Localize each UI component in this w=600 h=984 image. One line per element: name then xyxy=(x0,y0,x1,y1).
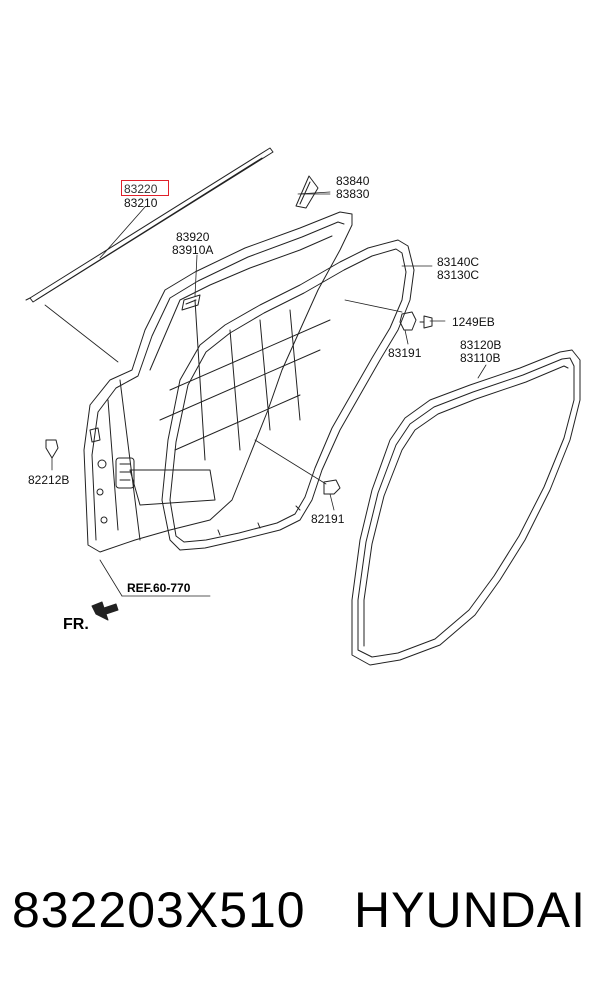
label-83210: 83210 xyxy=(124,196,158,210)
clip-82212B xyxy=(45,439,59,459)
label-83130C: 83130C xyxy=(437,268,480,282)
label-83191: 83191 xyxy=(388,346,422,360)
clip-83191 xyxy=(399,311,417,331)
label-83220: 83220 xyxy=(124,182,158,196)
corner-garnish xyxy=(295,175,319,209)
clip-82191 xyxy=(323,479,341,495)
caption: 832203X510 HYUNDAI xyxy=(0,878,600,948)
front-arrow xyxy=(91,601,119,621)
door-panel xyxy=(83,211,353,553)
label-83140C: 83140C xyxy=(437,255,480,269)
door-frame-weatherstrip xyxy=(161,239,415,551)
highlight-box xyxy=(121,180,169,196)
delta-trim xyxy=(181,294,201,311)
clip-1249EB xyxy=(419,315,433,329)
label-83910A: 83910A xyxy=(172,243,214,257)
reference-label: REF.60-770 xyxy=(127,581,191,595)
label-83920: 83920 xyxy=(176,230,210,244)
label-83830: 83830 xyxy=(336,187,370,201)
brand-name: HYUNDAI xyxy=(354,882,587,938)
body-weatherstrip xyxy=(351,349,581,666)
label-82191: 82191 xyxy=(311,512,345,526)
belt-moulding-strip xyxy=(25,147,274,303)
label-82212B: 82212B xyxy=(28,473,70,487)
label-83840: 83840 xyxy=(336,174,370,188)
label-83110B: 83110B xyxy=(460,351,501,365)
front-label: FR. xyxy=(63,616,89,633)
label-1249EB: 1249EB xyxy=(452,315,495,329)
label-83120B: 83120B xyxy=(460,338,502,352)
part-number: 832203X510 xyxy=(12,882,306,938)
leader-lines xyxy=(44,191,487,597)
